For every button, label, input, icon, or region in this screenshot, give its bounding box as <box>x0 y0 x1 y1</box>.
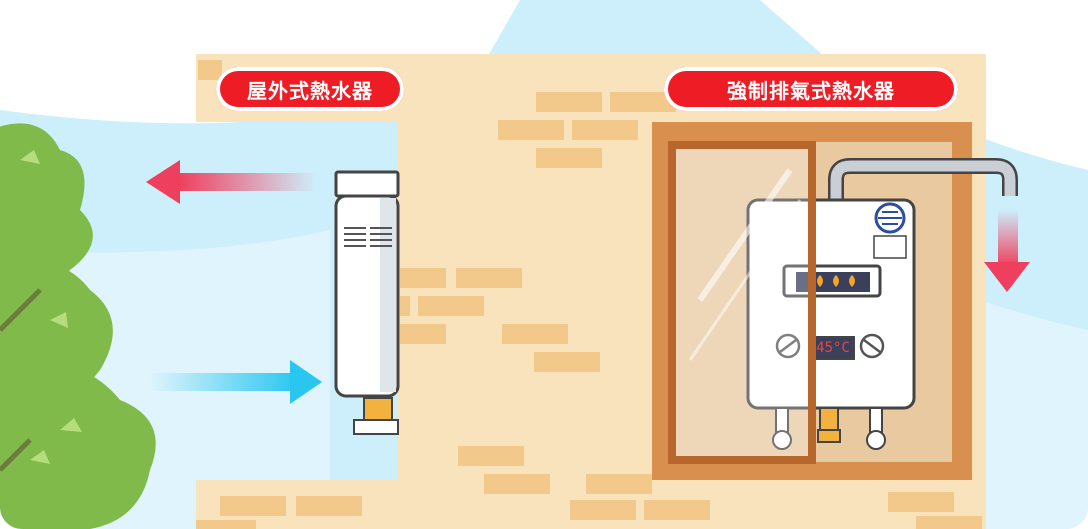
trees <box>0 123 156 529</box>
hot-water-arrow-left <box>146 160 316 204</box>
label-outdoor-water-heater: 屋外式熱水器 <box>216 67 404 111</box>
outdoor-water-heater <box>334 170 400 435</box>
cold-water-arrow <box>150 360 322 404</box>
exhaust-pipe <box>828 158 1018 206</box>
window-glass <box>668 141 816 464</box>
exhaust-arrow-down <box>984 210 1030 292</box>
forced-exhaust-water-heater <box>746 198 916 450</box>
temperature-display: 45°C <box>816 340 850 356</box>
label-forced-exhaust-water-heater: 強制排氣式熱水器 <box>664 67 958 111</box>
